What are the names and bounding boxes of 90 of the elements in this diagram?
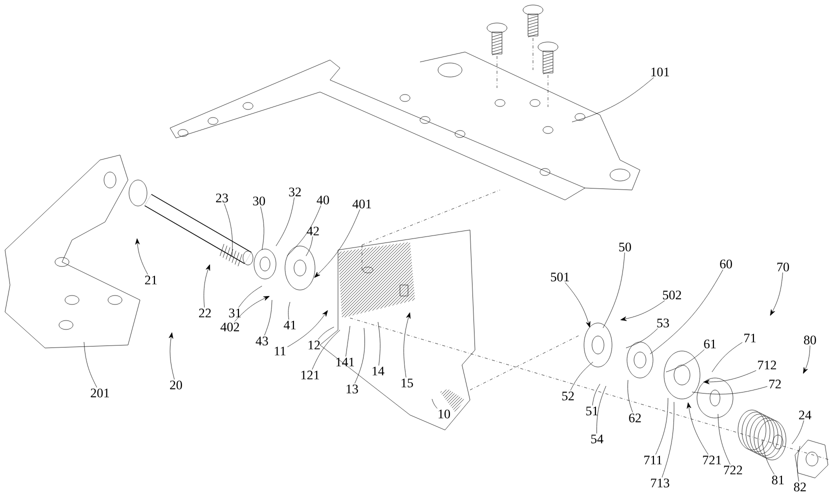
leader-line xyxy=(596,386,606,434)
callout-number: 41 xyxy=(284,320,296,330)
callout-number: 62 xyxy=(629,414,641,422)
leader-line xyxy=(592,384,600,406)
callout-number: 12 xyxy=(308,340,320,350)
callout-number: 22 xyxy=(199,308,211,318)
callout-number: 60 xyxy=(720,260,732,268)
leader-line xyxy=(762,440,774,475)
leader-line xyxy=(314,209,360,278)
leader-line xyxy=(306,236,313,256)
leader-line xyxy=(234,296,270,322)
callout-number: 51 xyxy=(586,406,598,416)
leader-line xyxy=(770,272,783,316)
leader-line xyxy=(655,398,668,455)
callout-number: 70 xyxy=(777,262,789,272)
leader-line xyxy=(238,286,262,308)
callout-number: 21 xyxy=(145,276,157,284)
leader-line xyxy=(84,342,98,388)
leader-line xyxy=(692,386,768,394)
callout-number: 53 xyxy=(657,318,669,328)
callout-number: 121 xyxy=(301,370,319,380)
callout-number: 32 xyxy=(289,188,301,196)
leader-line xyxy=(662,402,674,478)
callout-number: 52 xyxy=(562,392,574,400)
callout-number: 23 xyxy=(216,194,228,202)
callout-number: 24 xyxy=(799,410,812,420)
leader-line xyxy=(602,252,625,328)
leader-line xyxy=(432,398,438,409)
leader-line xyxy=(260,206,264,250)
callout-number: 11 xyxy=(274,346,286,356)
callout-number: 31 xyxy=(229,308,241,318)
callout-number: 721 xyxy=(703,456,721,464)
leader-line xyxy=(312,330,340,370)
leader-line xyxy=(628,380,633,413)
leader-line xyxy=(318,326,334,340)
leader-line xyxy=(797,446,800,482)
callout-number: 141 xyxy=(336,358,354,366)
callout-number: 20 xyxy=(170,380,182,390)
callout-number: 402 xyxy=(220,322,240,332)
callout-number: 401 xyxy=(352,200,371,208)
callout-number: 82 xyxy=(794,482,806,492)
callout-number: 43 xyxy=(256,336,268,346)
leader-line xyxy=(650,269,724,354)
leader-line xyxy=(288,302,290,320)
leader-line xyxy=(572,77,654,122)
callout-number: 101 xyxy=(651,68,669,76)
callout-number: 501 xyxy=(551,272,569,282)
callout-number: 201 xyxy=(90,388,109,398)
callout-number: 81 xyxy=(772,476,784,484)
callout-number: 10 xyxy=(438,410,450,418)
callout-number: 50 xyxy=(619,242,631,252)
callout-number: 13 xyxy=(346,384,358,394)
callout-number: 712 xyxy=(758,360,776,370)
leader-line xyxy=(287,310,328,348)
leader-line xyxy=(204,264,210,308)
leader-line xyxy=(718,414,730,465)
leader-line xyxy=(264,300,272,336)
callout-number: 54 xyxy=(591,434,604,444)
leader-line xyxy=(286,205,322,256)
callout-number: 14 xyxy=(372,366,384,376)
callout-number: 40 xyxy=(316,196,330,204)
leader-line xyxy=(135,238,148,275)
leader-line xyxy=(620,300,665,321)
leader-line xyxy=(792,420,804,444)
callout-number: 502 xyxy=(663,290,682,300)
callout-number: 72 xyxy=(769,380,781,388)
callout-number: 42 xyxy=(306,226,319,236)
leader-line xyxy=(712,342,742,372)
leader-line xyxy=(346,326,350,357)
callout-number: 80 xyxy=(804,336,816,344)
callout-number: 71 xyxy=(744,334,756,342)
leader-line xyxy=(803,345,810,374)
callout-number: 30 xyxy=(253,196,266,206)
leader-line xyxy=(404,312,410,378)
leader-line xyxy=(276,197,294,246)
leader-line xyxy=(378,322,380,366)
leader-line xyxy=(626,328,658,348)
leader-line xyxy=(666,349,705,372)
leader-line xyxy=(354,328,365,384)
callout-number: 722 xyxy=(724,466,742,474)
callout-number: 711 xyxy=(644,456,662,464)
leader-line xyxy=(570,362,594,391)
callout-number: 61 xyxy=(704,340,716,348)
leader-line xyxy=(224,203,233,256)
callout-number: 713 xyxy=(651,478,670,488)
leader-line xyxy=(703,370,756,384)
leader-line xyxy=(686,402,708,455)
leader-line xyxy=(564,282,590,328)
leader-line xyxy=(168,332,175,380)
callout-number: 15 xyxy=(402,378,413,388)
